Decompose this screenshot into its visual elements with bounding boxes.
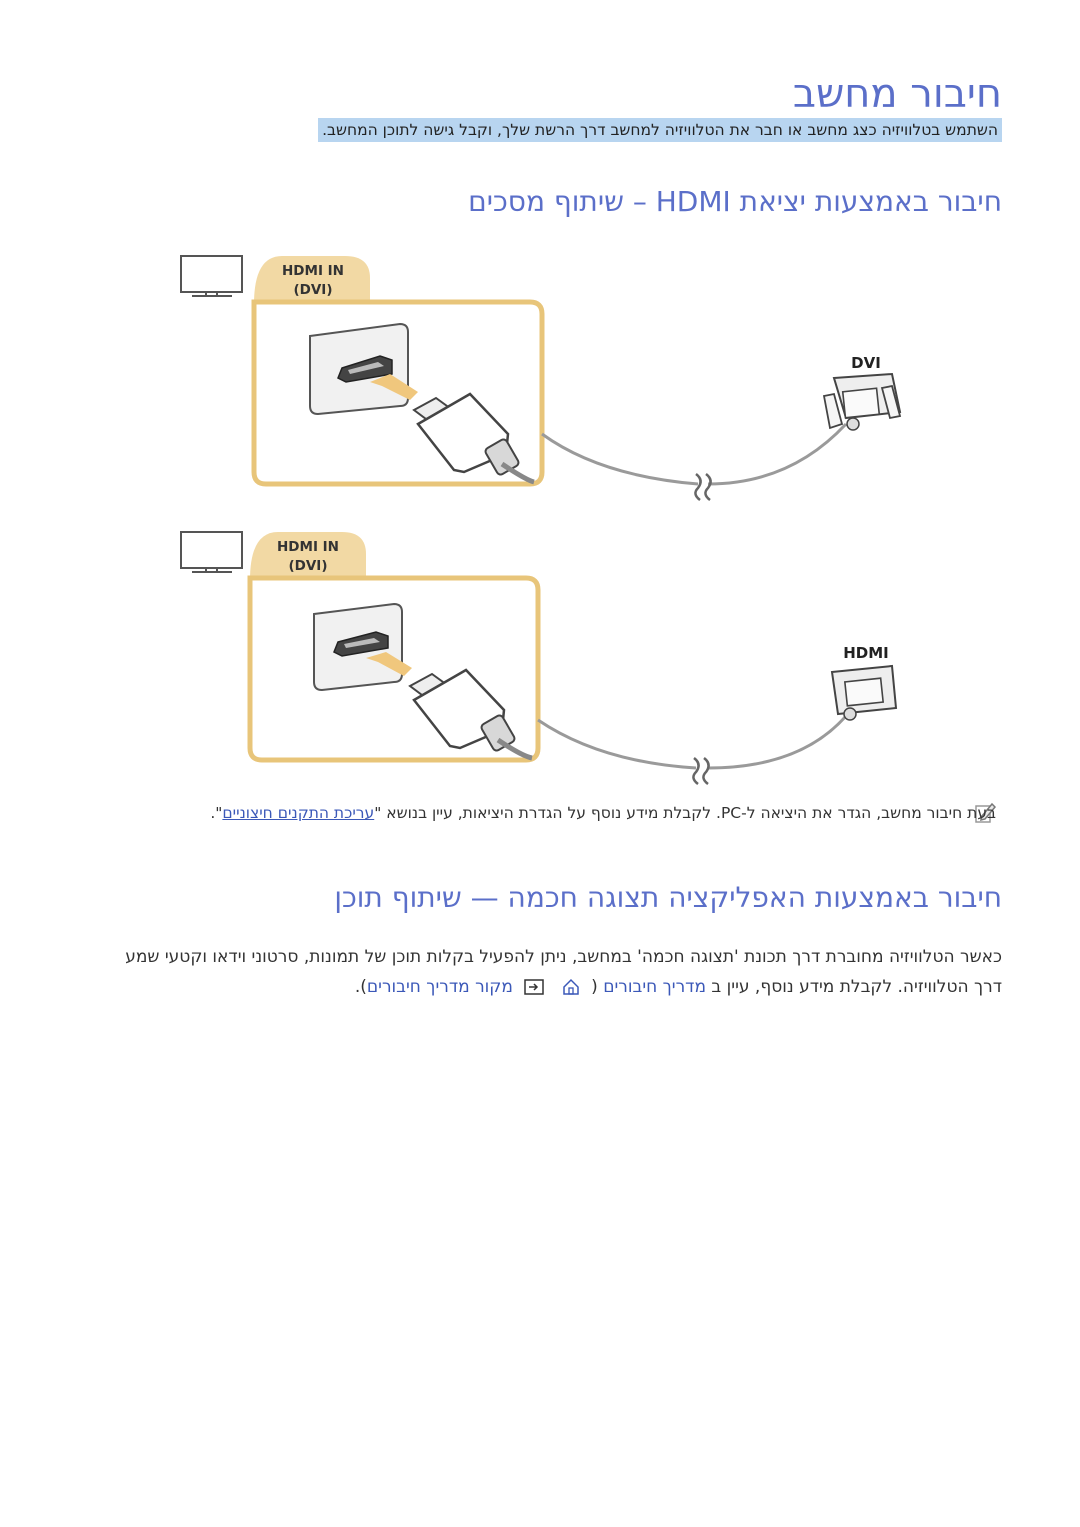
connection-guide-link-2[interactable]: מדריך חיבורים: [366, 977, 470, 997]
port-label-line2: (DVI): [293, 282, 332, 298]
cable-label-hdmi: HDMI: [843, 644, 889, 662]
hdmi-port-icon: [313, 602, 403, 692]
note-text: בעת חיבור מחשב, הגדר את היציאה ל-PC. לקב…: [96, 800, 996, 826]
port-label-tab: [250, 532, 366, 580]
connection-guide-link-1[interactable]: מדריך חיבורים: [603, 977, 706, 997]
section-heading-smart-view: חיבור באמצעות האפליקציה תצוגה חכמה — שית…: [334, 881, 1002, 914]
source-icon: [524, 979, 545, 995]
cable-break-icon: [692, 757, 700, 785]
tv-icon: [180, 255, 243, 297]
note-text-after: ".: [210, 804, 223, 822]
note-pencil-icon: [975, 802, 996, 823]
note-text-before: בעת חיבור מחשב, הגדר את היציאה ל-PC. לקב…: [374, 804, 996, 822]
section2-body: כאשר הטלוויזיה מחוברת דרך תכונת 'תצוגה ח…: [92, 942, 1002, 1002]
section-heading-hdmi: חיבור באמצעות יציאת HDMI – שיתוף מסכים: [468, 185, 1002, 218]
hdmi-plug-icon: [408, 668, 516, 752]
port-label-line1: HDMI IN: [282, 263, 344, 279]
note-link-external-devices[interactable]: עריכת התקנים חיצוניים: [222, 804, 375, 822]
cable-break-icon: [694, 473, 702, 501]
port-label-line2: (DVI): [288, 558, 327, 574]
port-label-line1: HDMI IN: [277, 539, 339, 555]
body-line-1: כאשר הטלוויזיה מחוברת דרך תכונת 'תצוגה ח…: [125, 947, 1002, 967]
cable-label-dvi: DVI: [851, 354, 881, 372]
hdmi-plug-icon: [412, 392, 520, 476]
hdmi-port-icon: [309, 322, 409, 416]
hdmi-connector-icon: [830, 664, 898, 721]
body-line-2-prefix: דרך הטלוויזיה. לקבלת מידע נוסף, עיין ב: [706, 977, 1002, 997]
dvi-connector-icon: [822, 372, 902, 431]
intro-highlight: השתמש בטלוויזיה כצג מחשב או חבר את הטלוו…: [318, 118, 1002, 142]
hdmi-connection-diagram: HDMI IN (DVI) HDMI: [170, 524, 930, 786]
page-title: חיבור מחשב: [792, 71, 1002, 117]
insert-arrow-icon: [366, 652, 412, 676]
body-line-2: דרך הטלוויזיה. לקבלת מידע נוסף, עיין ב מ…: [92, 972, 1002, 1002]
dvi-connection-diagram: HDMI IN (DVI) DVI: [170, 248, 930, 508]
home-icon: [562, 978, 579, 995]
paren-open: (: [591, 977, 598, 997]
paren-close: ).: [354, 977, 367, 997]
source-label: מקור: [475, 977, 513, 997]
tv-icon: [180, 531, 243, 573]
insert-arrow-icon: [370, 374, 418, 400]
port-label-tab: [254, 256, 370, 304]
